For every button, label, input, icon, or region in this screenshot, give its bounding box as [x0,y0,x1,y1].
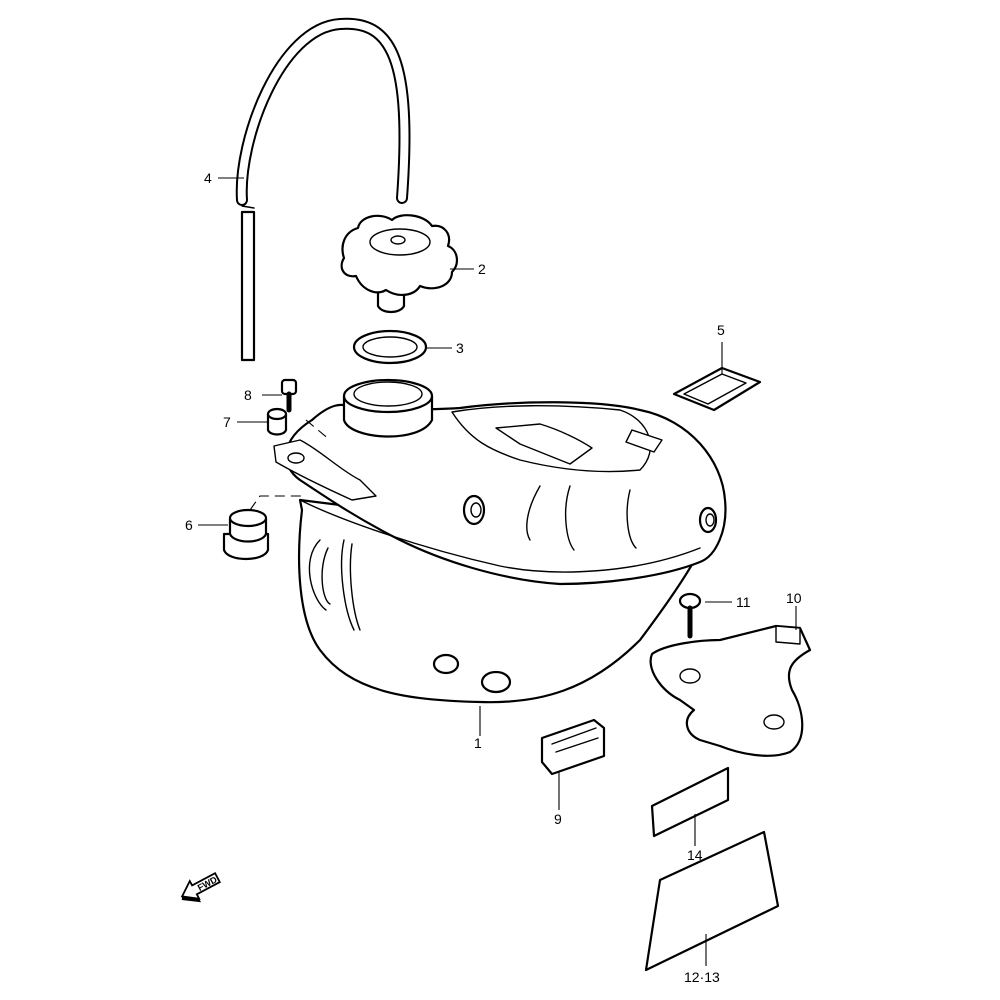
callout-14: 14 [687,847,703,863]
part-6-grommet [222,508,270,561]
callout-10: 10 [786,590,802,606]
callout-4: 4 [204,170,212,186]
callout-5: 5 [717,322,725,338]
callout-9: 9 [554,811,562,827]
part-3-gasket [352,329,428,365]
part-10-bracket [649,624,812,757]
part-11-screw [678,592,702,639]
part-4-breather-hose [235,17,411,362]
part-14-label [650,766,730,838]
part-2-fuel-cap [340,214,458,314]
part-7-collar [266,407,288,436]
callout-1: 1 [474,735,482,751]
callout-8: 8 [244,387,252,403]
dashed-grommet-path [249,495,302,511]
part-12-13-label [644,830,780,972]
leader-lines [198,177,797,966]
part-5-strap [672,366,762,412]
part-8-bolt [280,378,298,413]
callout-11: 11 [736,594,751,610]
callout-2: 2 [478,261,486,277]
callout-6: 6 [185,517,193,533]
dashed-bolt-path [305,419,331,441]
callout-3: 3 [456,340,464,356]
callout-12-13: 12·13 [684,969,720,985]
part-1-fuel-tank [273,378,727,704]
part-9-cushion [540,718,606,776]
fwd-arrow-icon: FWD [180,872,221,903]
callout-7: 7 [223,414,231,430]
